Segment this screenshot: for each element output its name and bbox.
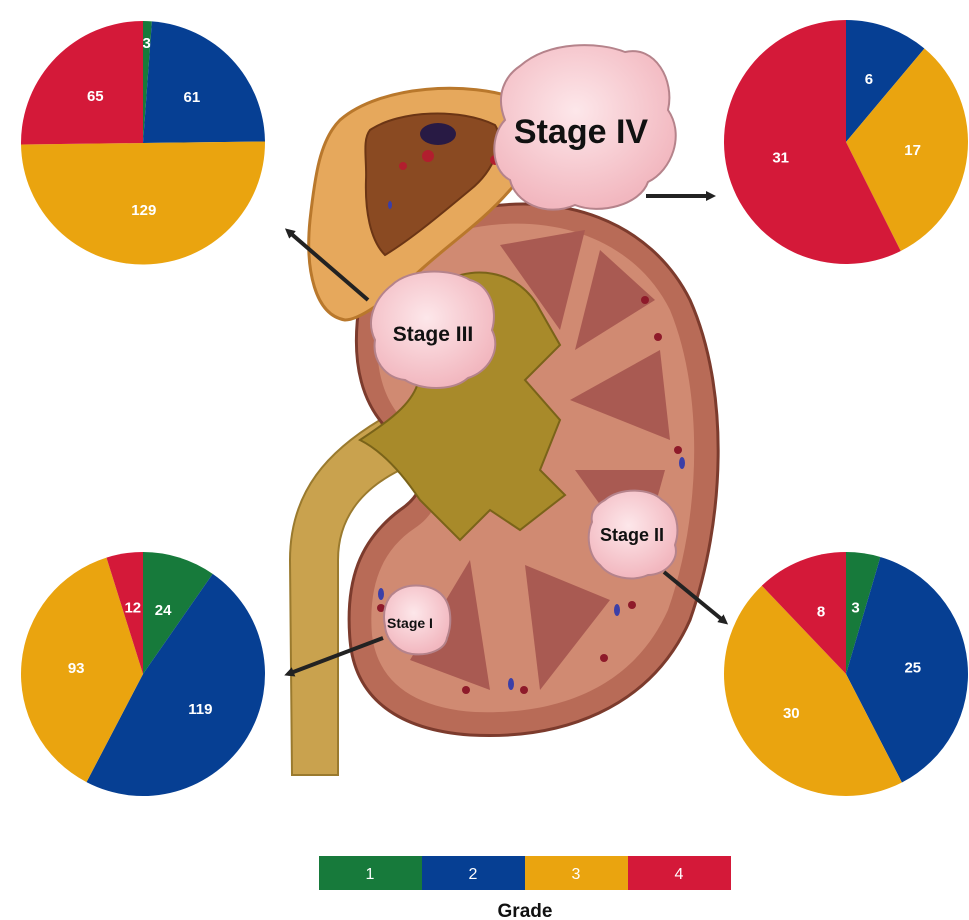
kidney-illustration — [288, 86, 720, 776]
vessel — [628, 601, 636, 609]
pie-slice-grade-1 — [143, 552, 213, 674]
pie-slice-grade-4 — [106, 552, 143, 674]
pie-chart-stage-iv: 6 17 31 — [723, 20, 968, 265]
pie-chart-stage-ii: 3 25 30 8 — [723, 552, 969, 797]
stage-3-label: Stage III — [393, 323, 474, 346]
legend-swatch-grade-3 — [525, 856, 628, 890]
ureter — [288, 418, 402, 776]
adrenal-gland — [307, 86, 538, 322]
vessel — [600, 654, 608, 662]
pyramid — [500, 230, 585, 330]
legend-label-grade-2: 2 — [469, 866, 478, 883]
legend-swatch-grade-4 — [628, 856, 731, 890]
vessel — [679, 457, 685, 469]
vessel — [641, 296, 649, 304]
pie-slice-grade-3 — [723, 585, 902, 797]
arrows — [284, 191, 729, 677]
vessel — [614, 604, 620, 616]
pie-slice-grade-4 — [21, 21, 143, 145]
legend-swatch-grade-1 — [319, 856, 422, 890]
pie-value-label: 93 — [68, 660, 85, 677]
pie-chart-stage-iii: 3 61 129 65 — [21, 21, 265, 265]
pie-value-label: 30 — [783, 705, 800, 722]
stage-4-label: Stage IV — [514, 113, 648, 151]
vessel — [508, 678, 514, 690]
vessel — [654, 333, 662, 341]
pie-value-label: 8 — [817, 604, 825, 621]
tumor-stage-4: Stage IV — [493, 44, 677, 211]
pie-value-label: 31 — [772, 150, 789, 167]
pie-slice-grade-3 — [20, 557, 143, 783]
pyramid — [525, 565, 610, 690]
pie-value-label: 119 — [188, 701, 212, 718]
vessel — [378, 588, 384, 600]
pie-slice-grade-1 — [143, 21, 152, 143]
pie-value-label: 3 — [143, 35, 151, 52]
arrow-stage-3 — [284, 228, 370, 302]
legend-label-grade-3: 3 — [572, 866, 581, 883]
pie-slice-grade-3 — [21, 141, 265, 265]
vessel — [520, 686, 528, 694]
arrow-stage-1 — [284, 636, 384, 677]
tumor-stage-1: Stage I — [383, 584, 452, 656]
pie-slice-grade-1 — [846, 552, 881, 674]
tumor-stage-3: Stage III — [370, 270, 497, 389]
arrow-stage-2 — [662, 570, 729, 625]
pie-value-label: 6 — [865, 71, 873, 88]
pie-slice-grade-2 — [143, 21, 265, 143]
stage-2-label: Stage II — [600, 525, 664, 545]
pie-slice-grade-2 — [846, 556, 969, 783]
pie-value-label: 12 — [124, 600, 141, 617]
grade-legend: 1 2 3 4 Grade — [319, 856, 731, 920]
pyramid — [570, 350, 670, 440]
pie-value-label: 3 — [851, 600, 859, 617]
pie-charts: 3 61 129 65 6 17 31 24 119 93 12 3 25 30 8 — [20, 20, 969, 797]
tumor-stage-2: Stage II — [587, 489, 679, 580]
pyramid — [575, 250, 655, 350]
pie-slice-grade-4 — [723, 20, 901, 265]
pie-slice-grade-3 — [846, 48, 968, 252]
legend-label-grade-1: 1 — [366, 866, 375, 883]
pie-slice-grade-2 — [846, 20, 925, 142]
legend-label-grade-4: 4 — [675, 866, 684, 883]
pie-chart-stage-i: 24 119 93 12 — [20, 552, 265, 797]
vessel — [674, 446, 682, 454]
pie-value-label: 25 — [904, 660, 921, 677]
pie-value-label: 129 — [131, 202, 156, 219]
stage-1-label: Stage I — [387, 615, 433, 631]
pie-value-label: 17 — [904, 142, 921, 159]
pie-slice-grade-4 — [761, 552, 846, 674]
pie-value-label: 24 — [155, 602, 172, 619]
pie-slice-grade-2 — [86, 573, 265, 797]
pie-value-label: 61 — [184, 89, 201, 106]
pie-value-label: 65 — [87, 88, 104, 105]
vessel — [377, 604, 385, 612]
legend-swatch-grade-2 — [422, 856, 525, 890]
vessel — [462, 686, 470, 694]
legend-title: Grade — [498, 901, 553, 920]
